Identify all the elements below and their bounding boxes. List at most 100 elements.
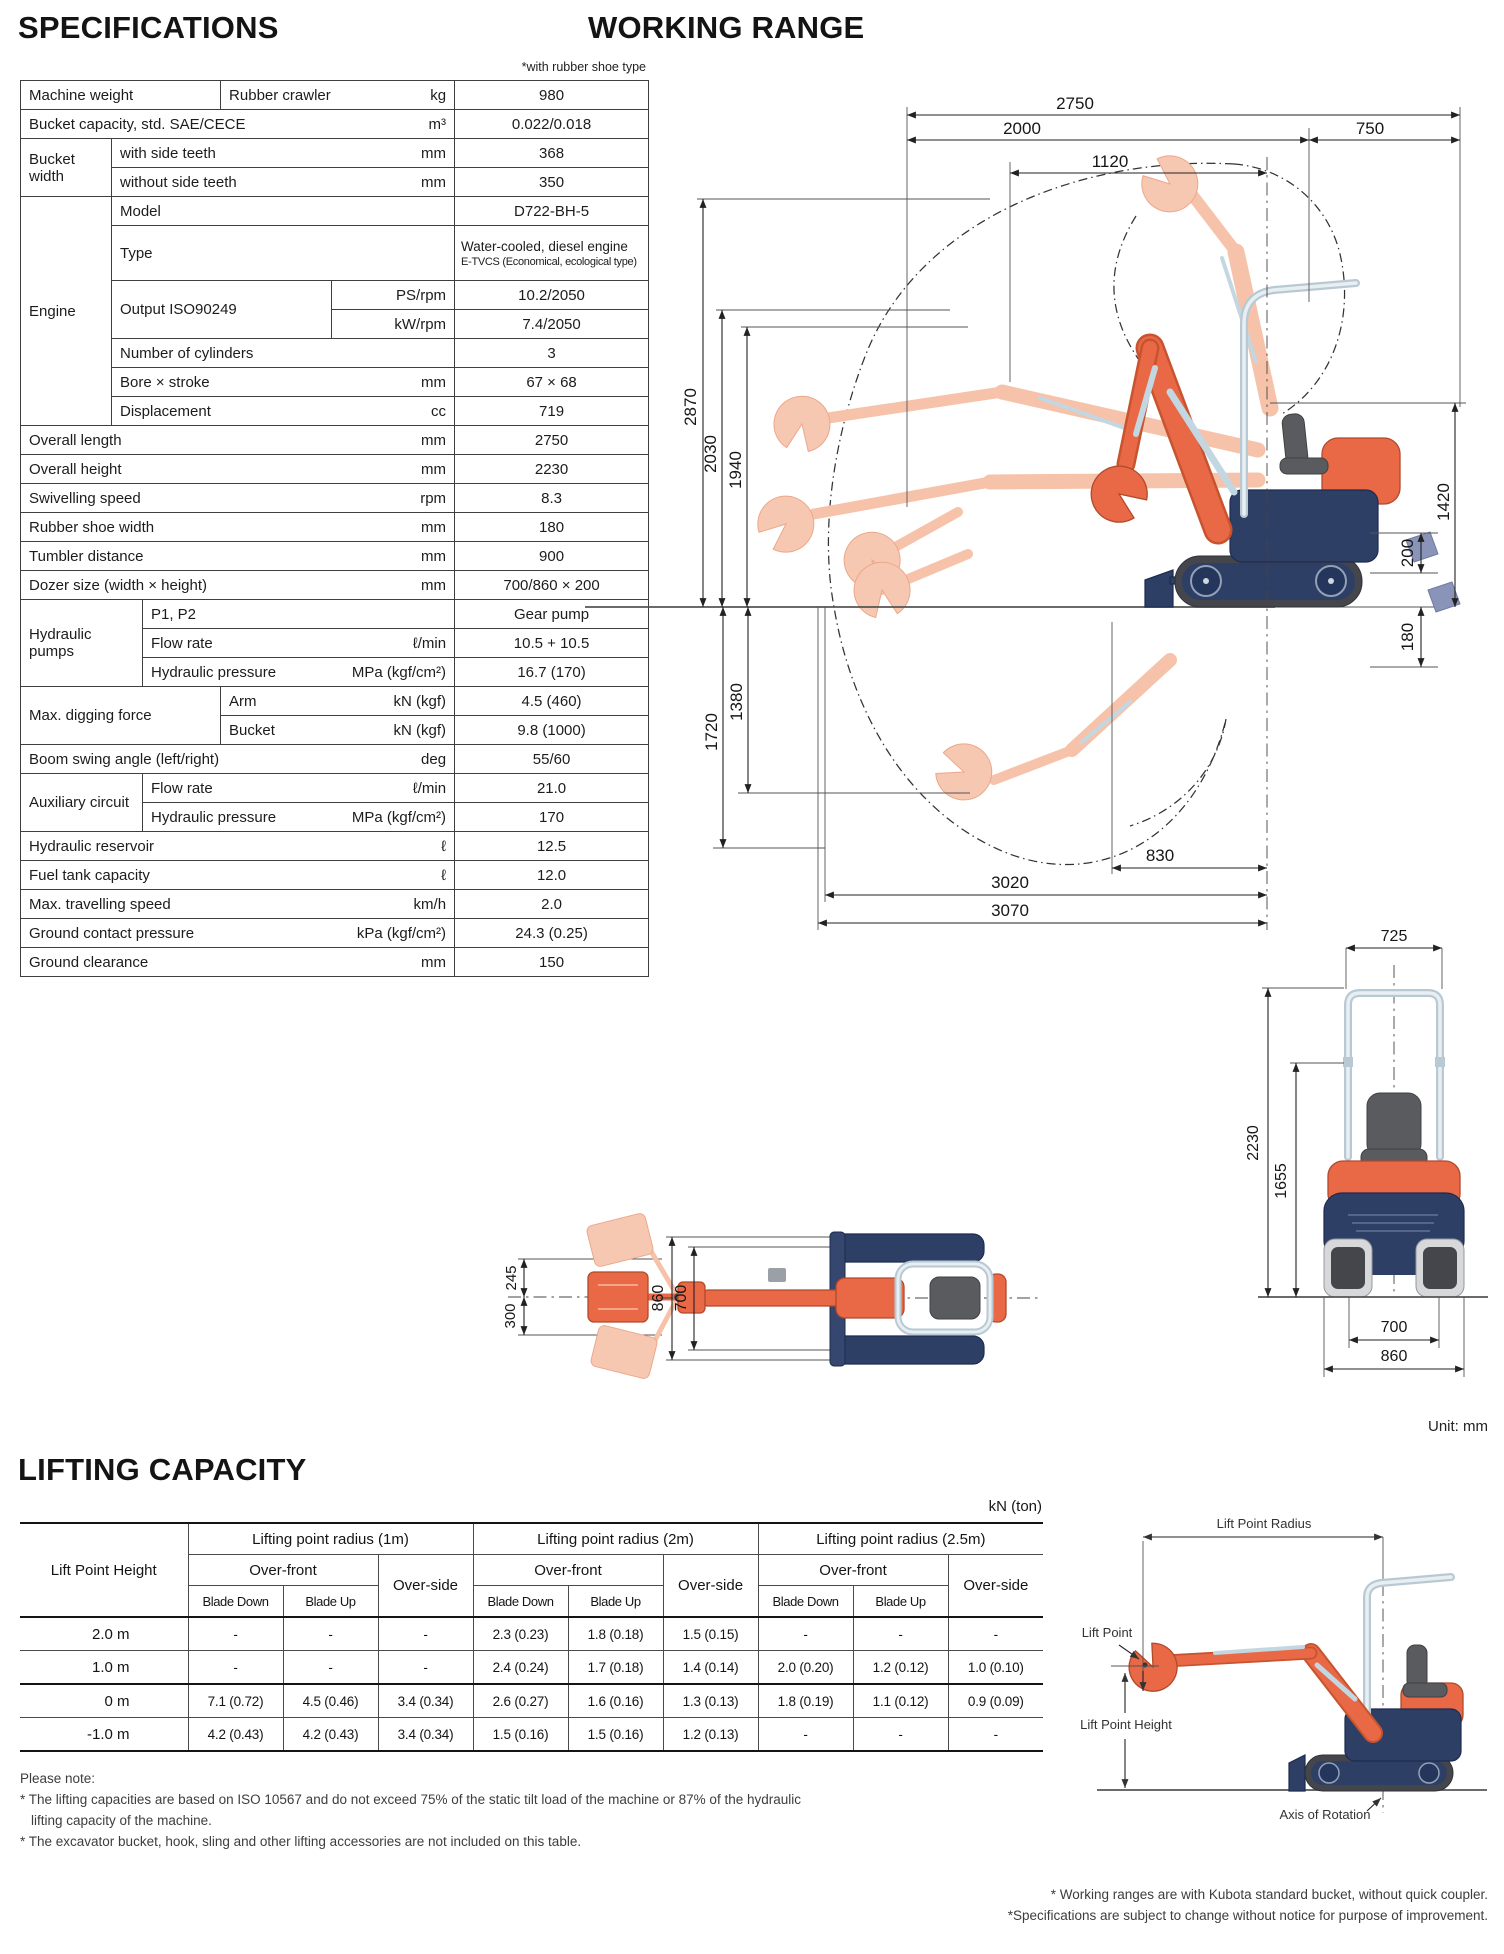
excavator-lift-view [1121,1573,1464,1792]
spec-label-cell: P1, P2 [141,599,456,629]
dozer-blade [1144,569,1174,608]
capacity-cell: 4.2 (0.43) [282,1717,379,1751]
spec-label-cell: Boom swing angle (left/right)deg [19,744,456,774]
capacity-cell: 2.4 (0.24) [472,1650,569,1685]
table-row: 0 m 7.1 (0.72) 4.5 (0.46) 3.4 (0.34) 2.6… [20,1683,1044,1718]
arm [1119,341,1157,471]
dim-label-245: 245 [503,1265,520,1290]
extension-lines [697,107,1466,930]
dim-label-830: 830 [1146,846,1174,865]
note-line: * The excavator bucket, hook, sling and … [20,1834,582,1849]
dim-label-1420: 1420 [1434,483,1453,521]
capacity-cell: 4.5 (0.46) [282,1683,379,1718]
table-row: 1.0 m - - - 2.4 (0.24) 1.7 (0.18) 1.4 (0… [20,1650,1044,1685]
spec-group-label: Machine weight [19,80,222,110]
seat-top-view [929,1276,981,1320]
note-line: * The lifting capacities are based on IS… [20,1792,801,1807]
spec-label-cell: Type [110,225,456,281]
seat-rear-view [1366,1092,1422,1158]
spec-value: 180 [454,512,650,542]
capacity-cell: 2.0 (0.20) [757,1650,854,1685]
capacity-cell: 7.1 (0.72) [187,1683,284,1718]
machine-top-view: 860 700 [650,1231,1040,1367]
table-row: Boom swing angle (left/right)deg 55/60 [19,744,650,774]
dim-label-2000: 2000 [1003,119,1041,138]
capacity-cell: 3.4 (0.34) [377,1717,474,1751]
please-note-label: Please note: [20,1771,96,1786]
spec-group-label: Max. digging force [19,686,222,745]
working-range-diagram: 2750 2000 750 1120 2870 2030 1940 1720 1… [585,94,1466,930]
dim-label-700: 700 [673,1285,690,1312]
note-line: *Specifications are subject to change wi… [1007,1908,1488,1923]
spec-label-cell: Output ISO90249 [110,280,333,339]
capacity-cell: 1.5 (0.16) [472,1717,569,1751]
track-top-view [831,1335,985,1365]
table-row: -1.0 m 4.2 (0.43) 4.2 (0.43) 3.4 (0.34) … [20,1717,1044,1751]
dim-label-2870: 2870 [681,388,700,426]
capacity-cell: 1.5 (0.16) [567,1717,664,1751]
dim-label-3070: 3070 [991,901,1029,920]
table-row: Output ISO90249 PS/rpm 10.2/2050 [21,280,650,339]
capacity-cell: - [947,1717,1044,1751]
spec-group-label: Bucket width [20,138,112,197]
dim-label-2030: 2030 [701,435,720,473]
dim-label-860: 860 [650,1285,667,1312]
capacity-cell: 1.5 (0.15) [662,1616,759,1651]
dim-label-1380: 1380 [727,683,746,721]
spec-value: 900 [454,541,650,571]
spec-value: 719 [454,396,650,426]
table-row: 2.0 m - - - 2.3 (0.23) 1.8 (0.18) 1.5 (0… [20,1616,1044,1651]
spec-value: 16.7 (170) [454,657,650,687]
blade-up-header: Blade Up [852,1585,949,1618]
dim-label-700-rear: 700 [1381,1319,1408,1336]
capacity-cell: 1.1 (0.12) [852,1683,949,1718]
rubber-shoe-note: *with rubber shoe type [521,60,646,74]
table-row: Blade Down Blade Up Blade Down Blade Up … [20,1585,1043,1618]
specifications-title: SPECIFICATIONS [18,10,279,45]
capacity-cell: 1.8 (0.19) [757,1683,854,1718]
spec-value: 10.5 + 10.5 [454,628,650,658]
machine-body [1229,489,1379,563]
capacity-cell: 2.6 (0.27) [472,1683,569,1718]
lifting-capacity-title: LIFTING CAPACITY [18,1452,307,1487]
lift-height-value: -1.0 m [20,1717,189,1751]
dim-label-1655: 1655 [1273,1163,1290,1199]
spec-group-label: Auxiliary circuit [20,773,143,832]
radius-group-header: Lifting point radius (2.5m) [757,1523,1044,1555]
radius-group-header: Lifting point radius (2m) [472,1523,759,1555]
capacity-cell: - [757,1717,854,1751]
spec-value: D722-BH-5 [454,196,650,226]
lift-point-height-label: Lift Point Height [1080,1717,1172,1732]
lift-point-radius-label: Lift Point Radius [1217,1516,1312,1531]
note-line: * Working ranges are with Kubota standar… [1050,1887,1488,1902]
capacity-cell: - [282,1650,379,1685]
dim-label-180: 180 [1398,623,1417,651]
footer-notes: * Working ranges are with Kubota standar… [700,1884,1488,1926]
spec-value: 170 [454,802,650,832]
spec-label-cell: Model [110,196,456,226]
capacity-cell: 1.2 (0.13) [662,1717,759,1751]
